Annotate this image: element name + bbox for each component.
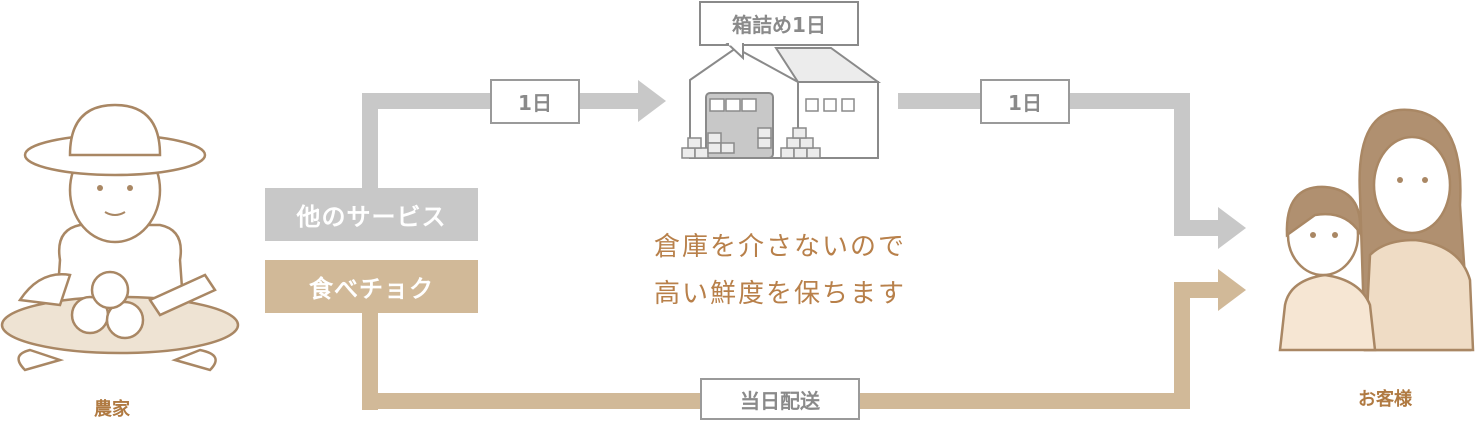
tan-arrow-head [1218, 269, 1246, 311]
packing-callout [699, 1, 859, 61]
gray-route-vertical [362, 93, 378, 193]
tan-route-vertical [362, 310, 378, 410]
day1-label-left: 1日 [490, 79, 580, 124]
message-line-2: 高い鮮度を保ちます [653, 279, 906, 309]
gray-route-right-vertical [1174, 93, 1190, 236]
packing-label: 箱詰め1日 [732, 13, 826, 37]
gray-route-right-end [1174, 220, 1222, 236]
customer-label: お客様 [1358, 389, 1412, 410]
gray-arrow-head-right [1218, 207, 1246, 249]
gray-arrow-head [638, 80, 666, 122]
customers-illustration [1278, 108, 1475, 352]
tan-route-right-vertical [1174, 282, 1190, 409]
message-line-1: 倉庫を介さないので [653, 232, 906, 262]
other-service-label: 他のサービス [265, 188, 478, 241]
tabechoku-label: 食べチョク [265, 260, 478, 313]
day1-label-right: 1日 [980, 79, 1070, 124]
farmer-illustration [0, 103, 240, 372]
tan-route-right-end [1174, 282, 1222, 298]
farmer-label: 農家 [94, 399, 130, 420]
warehouse-icon [681, 46, 882, 159]
same-day-label: 当日配送 [700, 378, 860, 420]
